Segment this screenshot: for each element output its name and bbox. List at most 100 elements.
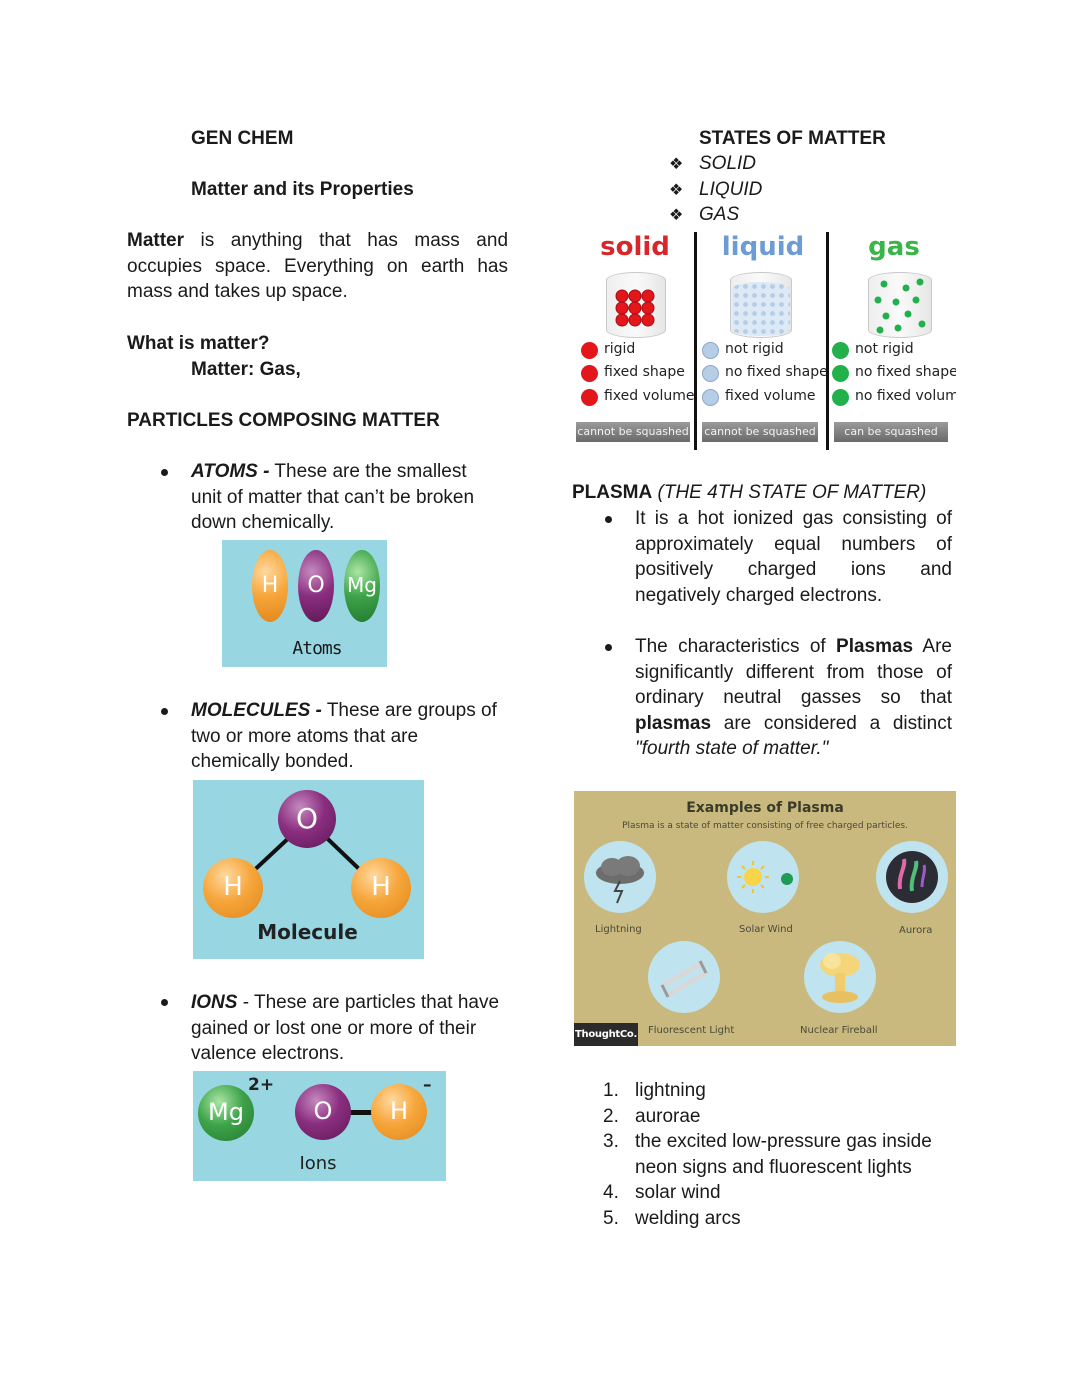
molecule-image: O H H Molecule xyxy=(193,780,424,959)
prop-label: no fixed shape xyxy=(855,364,956,381)
atoms-term: ATOMS - xyxy=(191,461,270,482)
molecule-hydrogen-right: H xyxy=(351,858,411,918)
fluorescent-light-icon xyxy=(648,941,720,1013)
question-heading: What is matter? xyxy=(127,333,270,354)
gas-prop: not rigid xyxy=(832,339,914,361)
bullet-dot xyxy=(161,999,168,1006)
oxygen-ion: O xyxy=(295,1084,351,1140)
liquid-prop: fixed volume xyxy=(702,386,816,408)
column-divider xyxy=(826,232,829,450)
atoms-item: ATOMS - These are the smallest unit of m… xyxy=(191,459,491,536)
gas-particles xyxy=(874,278,926,334)
atoms-image: H O Mg Atoms xyxy=(222,540,387,667)
ions-item: IONS - These are particles that have gai… xyxy=(191,990,521,1067)
aurora-icon xyxy=(876,841,948,913)
solid-particles xyxy=(615,289,655,327)
molecules-term: MOLECULES - xyxy=(191,700,322,721)
state-solid: SOLID xyxy=(699,153,757,174)
states-image: solid rigid fixed shape fixed volume can… xyxy=(574,232,956,450)
diamond-bullet-icon: ❖ xyxy=(669,182,684,199)
plasma-heading-sub: (THE 4TH STATE OF MATTER) xyxy=(657,482,927,503)
molecules-desc: two or more atoms that are chemically bo… xyxy=(191,725,419,773)
state-liquid: LIQUID xyxy=(699,179,763,200)
column-divider xyxy=(694,232,697,450)
list-item: 5.welding arcs xyxy=(603,1206,953,1232)
atom-label: Mg xyxy=(347,573,377,598)
hydrogen-ion: H xyxy=(371,1084,427,1140)
list-number: 4. xyxy=(603,1182,619,1204)
answer-text: Matter: Gas, xyxy=(191,359,301,380)
prop-label: fixed volume xyxy=(604,388,695,405)
atom-label: O xyxy=(307,573,325,599)
magnesium-atom: Mg xyxy=(344,550,380,622)
green-dot-icon xyxy=(832,364,849,382)
plasma-paragraph-2: The characteristics of Plasmas Are signi… xyxy=(635,634,952,762)
molecule-caption: Molecule xyxy=(257,920,358,944)
liquid-prop: not rigid xyxy=(702,339,784,361)
list-number: 1. xyxy=(603,1080,619,1101)
ions-desc: gained or lost one or more of their vale… xyxy=(191,1017,477,1065)
list-item: 1. lightning xyxy=(603,1078,953,1104)
examples-subtitle: Plasma is a state of matter consisting o… xyxy=(622,821,908,831)
diamond-bullet-icon: ❖ xyxy=(669,156,684,173)
liquid-title: liquid xyxy=(721,232,805,262)
gas-title: gas xyxy=(868,232,920,262)
liquid-prop: no fixed shape xyxy=(702,362,828,384)
prop-label: rigid xyxy=(604,341,636,358)
list-item: 4.solar wind xyxy=(603,1180,953,1206)
solid-title: solid xyxy=(600,232,670,262)
nuclear-fireball-icon xyxy=(804,941,876,1013)
atom-label: H xyxy=(261,573,279,599)
diamond-bullet-icon: ❖ xyxy=(669,207,684,224)
examples-title: Examples of Plasma xyxy=(686,800,844,816)
atoms-desc-line1: These are the smallest xyxy=(269,461,467,482)
course-title: GEN CHEM xyxy=(191,128,294,149)
text-run: Are significantly different from those o… xyxy=(635,636,952,709)
solid-prop: fixed volume xyxy=(581,386,695,408)
matter-term: Matter xyxy=(127,230,185,251)
prop-label: fixed shape xyxy=(604,364,685,381)
hydrogen-atom: H xyxy=(252,550,288,622)
plasmas-term: plasmas xyxy=(635,712,712,734)
list-number: 2. xyxy=(603,1105,619,1127)
atom-label: H xyxy=(389,1097,409,1126)
matter-definition-text: is anything that has mass and occupies s… xyxy=(127,230,509,303)
ion-charge: 2+ xyxy=(248,1075,275,1095)
atom-label: O xyxy=(295,802,319,836)
liquid-base: cannot be squashed xyxy=(702,422,818,442)
red-dot-icon xyxy=(581,341,598,359)
list-number: 3. xyxy=(603,1131,619,1153)
plasma-examples-image: Examples of Plasma Plasma is a state of … xyxy=(574,791,956,1046)
atom-label: H xyxy=(371,872,391,903)
bullet-dot xyxy=(161,469,168,476)
molecules-desc-line1: These are groups of xyxy=(321,700,497,721)
molecules-item: MOLECULES - These are groups of two or m… xyxy=(191,698,511,775)
solar-wind-icon xyxy=(727,841,799,913)
list-item: 2.aurorae xyxy=(603,1104,953,1130)
text-run: The characteristics of xyxy=(635,636,837,657)
state-gas: GAS xyxy=(699,204,740,225)
atom-label: O xyxy=(313,1097,333,1126)
plasma-heading-main: PLASMA xyxy=(572,482,653,503)
fluorescent-light-label: Fluorescent Light xyxy=(648,1025,735,1036)
solid-base: cannot be squashed xyxy=(576,422,690,442)
prop-label: not rigid xyxy=(725,341,784,358)
states-heading: STATES OF MATTER xyxy=(699,128,886,149)
lightning-label: Lightning xyxy=(595,924,642,935)
ions-desc-line1: - These are particles that have xyxy=(237,992,500,1013)
atoms-desc: unit of matter that can’t be broken down… xyxy=(191,486,475,534)
liquid-fill xyxy=(732,282,790,336)
molecule-hydrogen-left: H xyxy=(203,858,263,918)
list-number: 5. xyxy=(603,1207,619,1229)
green-dot-icon xyxy=(832,341,849,359)
text-run: are considered a distinct xyxy=(711,712,952,734)
list-text: lightning xyxy=(635,1080,706,1101)
bullet-dot xyxy=(605,644,612,651)
solar-wind-label: Solar Wind xyxy=(739,924,793,935)
solid-prop: rigid xyxy=(581,339,635,361)
green-dot-icon xyxy=(832,388,849,406)
blue-dot-icon xyxy=(702,388,719,406)
nuclear-fireball-label: Nuclear Fireball xyxy=(800,1025,878,1036)
blue-dot-icon xyxy=(702,341,719,359)
gas-prop: no fixed volume xyxy=(832,386,956,408)
